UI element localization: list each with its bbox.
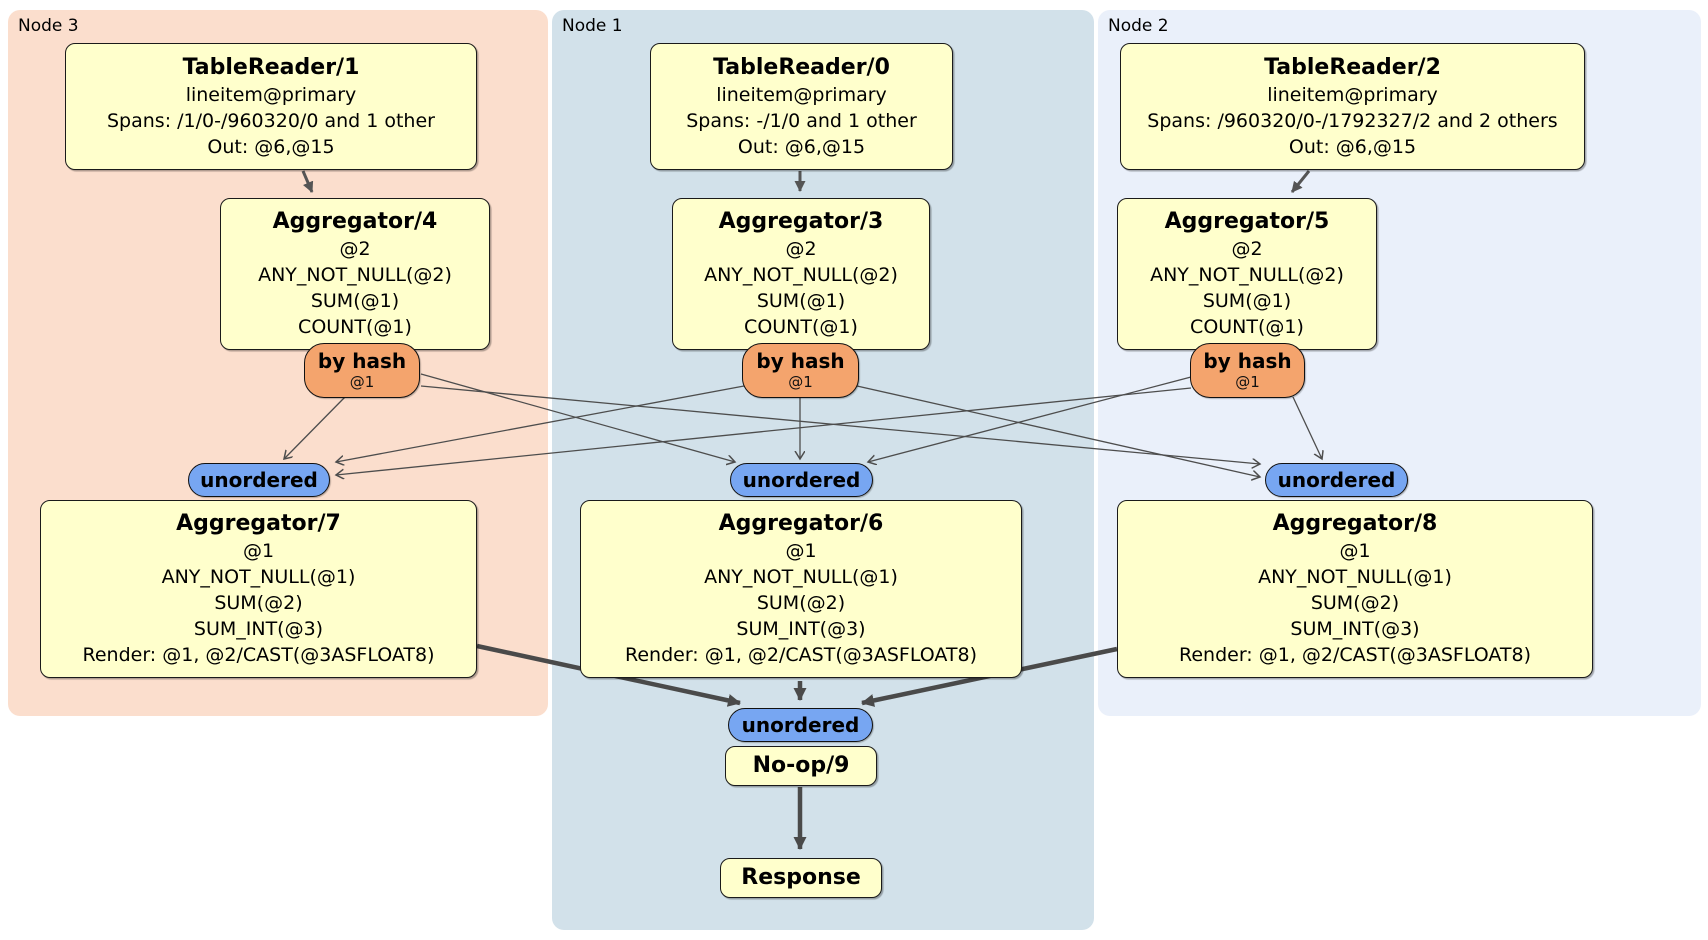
tablereader-0-title: TableReader/0 xyxy=(713,54,890,80)
unordered-stream-label: unordered xyxy=(742,467,861,492)
aggregator-6-title: Aggregator/6 xyxy=(718,511,884,536)
tablereader-2-title: TableReader/2 xyxy=(1264,54,1441,80)
unordered-stream-pill-node1: unordered xyxy=(730,463,873,497)
node3-region-label: Node 3 xyxy=(18,16,79,36)
unordered-stream-label: unordered xyxy=(1277,467,1396,492)
unordered-stream-label: unordered xyxy=(741,712,860,737)
unordered-stream-label: unordered xyxy=(200,467,318,492)
noop-9-title: No-op/9 xyxy=(752,753,850,778)
aggregator-7-title: Aggregator/7 xyxy=(176,511,341,536)
hash-router-key: @1 xyxy=(788,373,813,391)
aggregator-3-title: Aggregator/3 xyxy=(718,209,884,234)
aggregator-8-title: Aggregator/8 xyxy=(1272,511,1438,536)
hash-router-key: @1 xyxy=(349,373,375,391)
hash-router-label: by hash xyxy=(756,349,845,373)
hash-router-pill-node2: by hash @1 xyxy=(1190,343,1305,398)
hash-router-key: @1 xyxy=(1235,373,1260,391)
hash-router-label: by hash xyxy=(317,349,407,373)
aggregator-5-title: Aggregator/5 xyxy=(1164,209,1330,234)
unordered-merge-pill-final: unordered xyxy=(728,708,873,742)
aggregator-4-title: Aggregator/4 xyxy=(272,209,438,234)
hash-router-pill-node1: by hash @1 xyxy=(742,343,859,398)
noop-9-box: No-op/9 xyxy=(725,746,877,786)
hash-router-label: by hash xyxy=(1203,349,1292,373)
node1-region-label: Node 1 xyxy=(562,16,623,36)
tablereader-1-title: TableReader/1 xyxy=(182,54,360,80)
response-box: Response xyxy=(720,858,882,898)
hash-router-pill-node3: by hash @1 xyxy=(304,343,420,398)
unordered-stream-pill-node2: unordered xyxy=(1265,463,1408,497)
node2-region-label: Node 2 xyxy=(1108,16,1169,36)
response-title: Response xyxy=(741,865,861,890)
unordered-stream-pill-node3: unordered xyxy=(188,463,330,497)
